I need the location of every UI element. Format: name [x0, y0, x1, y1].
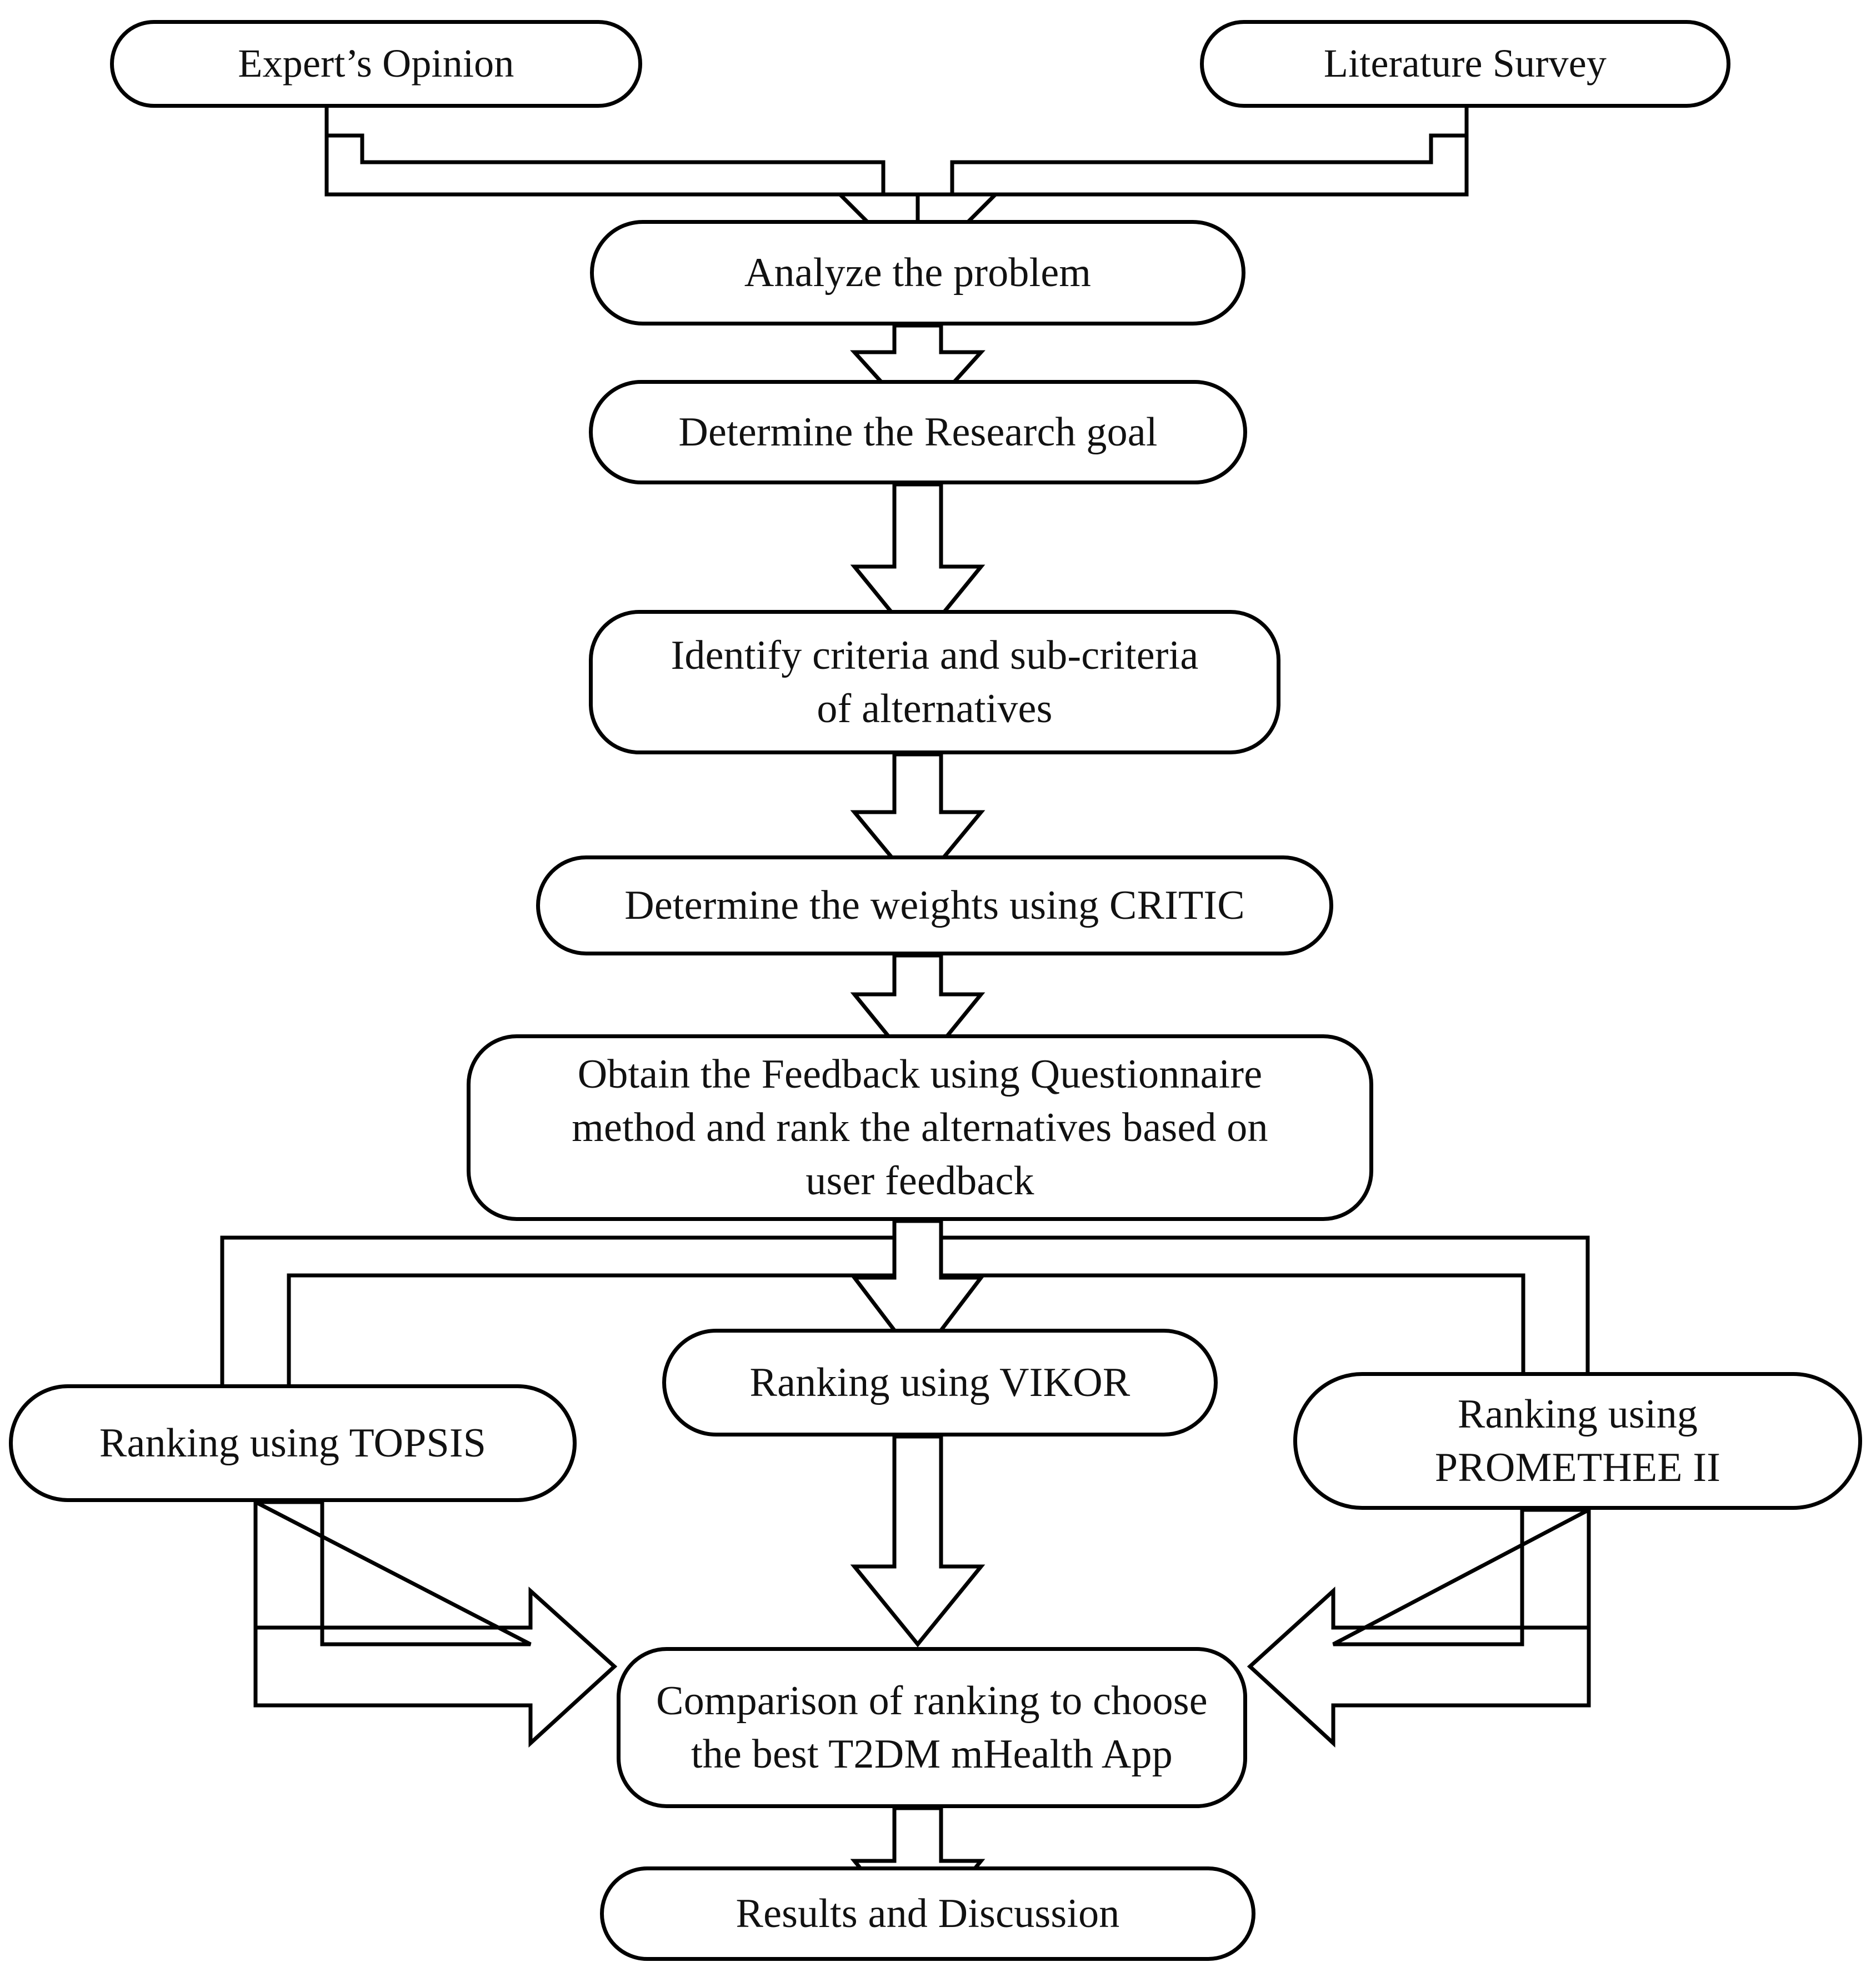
node-determine-research-goal[interactable]: Determine the Research goal: [589, 380, 1247, 484]
node-label: Analyze the problem: [744, 249, 1092, 296]
node-label: Ranking using VIKOR: [749, 1359, 1130, 1405]
node-analyze-the-problem[interactable]: Analyze the problem: [590, 220, 1245, 326]
edge-vikor-to-comparison: [850, 1434, 985, 1648]
node-literature-survey[interactable]: Literature Survey: [1200, 20, 1730, 108]
node-label: Ranking using PROMETHEE II: [1434, 1391, 1721, 1490]
node-ranking-vikor[interactable]: Ranking using VIKOR: [662, 1329, 1218, 1437]
node-identify-criteria[interactable]: Identify criteria and sub-criteria of al…: [589, 610, 1280, 754]
node-label: Ranking using TOPSIS: [99, 1420, 487, 1466]
edge-promethee-to-comparison: [1247, 1506, 1591, 1748]
node-ranking-topsis[interactable]: Ranking using TOPSIS: [9, 1384, 577, 1502]
node-label: Determine the Research goal: [678, 409, 1158, 455]
node-experts-opinion[interactable]: Expert’s Opinion: [110, 20, 642, 108]
node-determine-weights-critic[interactable]: Determine the weights using CRITIC: [536, 855, 1333, 955]
node-label: Results and Discussion: [736, 1890, 1120, 1936]
node-results-and-discussion[interactable]: Results and Discussion: [600, 1866, 1255, 1961]
node-comparison-best-app[interactable]: Comparison of ranking to choose the best…: [617, 1647, 1247, 1808]
edge-topsis-to-comparison: [253, 1499, 618, 1748]
node-label: Comparison of ranking to choose the best…: [656, 1678, 1208, 1777]
node-obtain-feedback-questionnaire[interactable]: Obtain the Feedback using Questionnaire …: [467, 1034, 1373, 1221]
node-label: Determine the weights using CRITIC: [624, 882, 1245, 928]
node-label: Expert’s Opinion: [238, 41, 514, 86]
node-label: Identify criteria and sub-criteria of al…: [671, 632, 1199, 732]
node-label: Literature Survey: [1323, 41, 1607, 86]
node-ranking-promethee[interactable]: Ranking using PROMETHEE II: [1293, 1372, 1862, 1510]
node-label: Obtain the Feedback using Questionnaire …: [572, 1051, 1268, 1204]
